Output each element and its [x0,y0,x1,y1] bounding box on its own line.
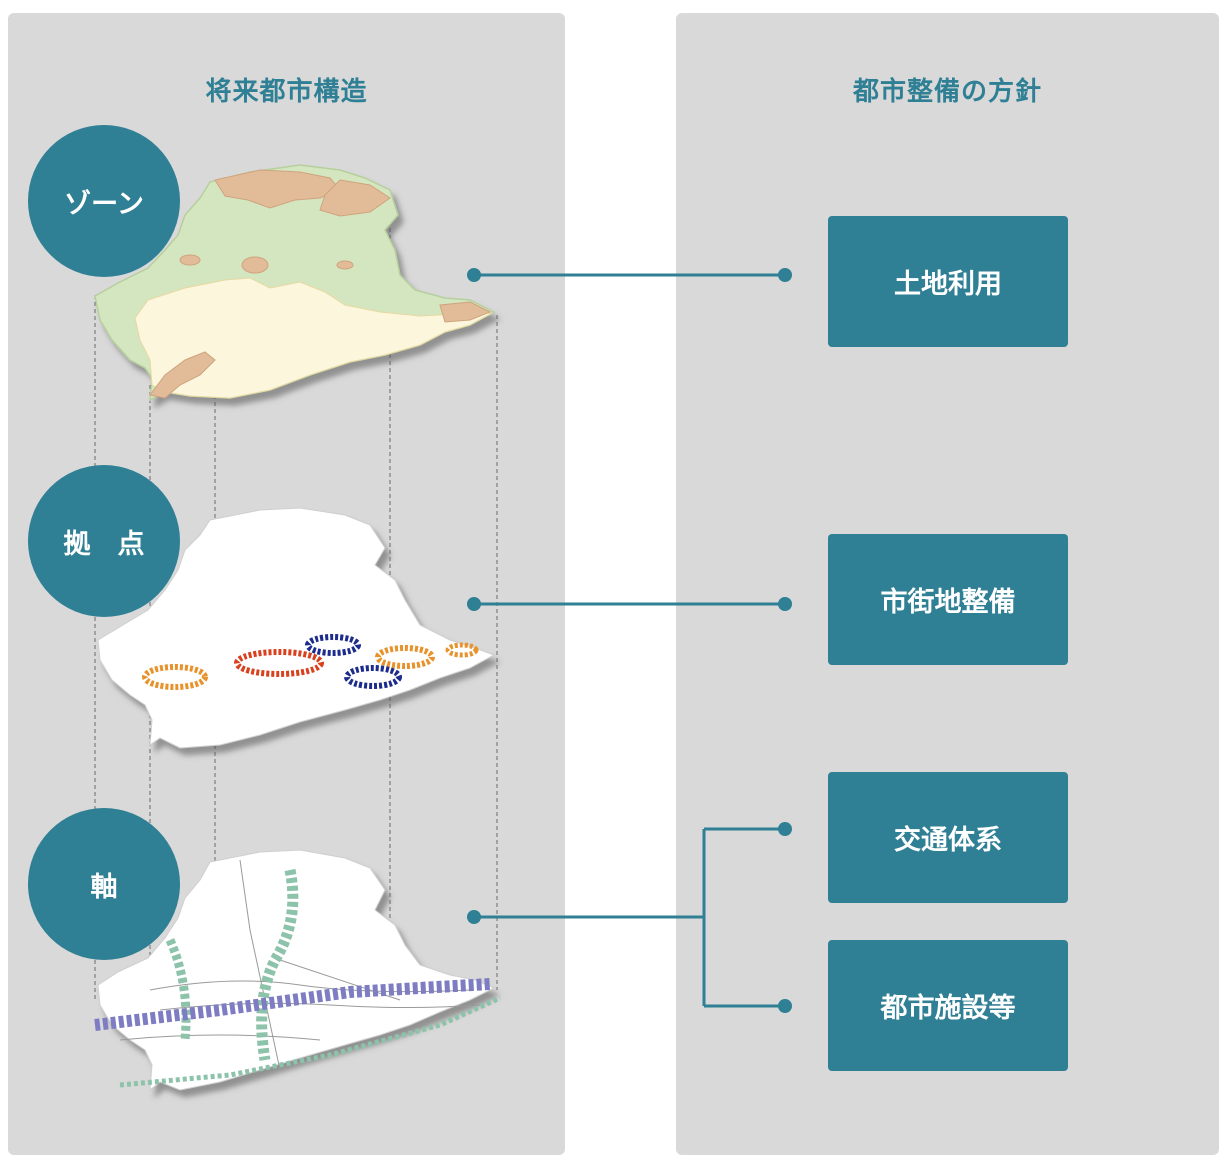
connector-lines [467,268,792,1013]
land-use-policy-box: 土地利用 [828,216,1068,347]
transportation-system-policy-box: 交通体系 [828,772,1068,903]
hub-layer-map [97,507,496,749]
zone-layer-map [94,164,496,402]
urban-development-policy-title: 都市整備の方針 [852,77,1042,107]
urban-area-development-policy-box: 市街地整備 [828,534,1068,665]
axis-layer-map [94,849,502,1092]
hub-marker [305,634,361,656]
hub-marker [375,645,435,669]
axis-layer-label: 軸 [28,808,180,960]
zone-layer-label: ゾーン [28,125,180,277]
future-urban-structure-title: 将来都市構造 [205,77,368,107]
hub-marker [445,642,479,658]
hub-marker [344,665,402,689]
urban-facilities-policy-box: 都市施設等 [828,940,1068,1071]
hub-marker [142,664,208,690]
hub-marker [234,649,324,677]
hub-layer-label: 拠 点 [28,465,180,617]
